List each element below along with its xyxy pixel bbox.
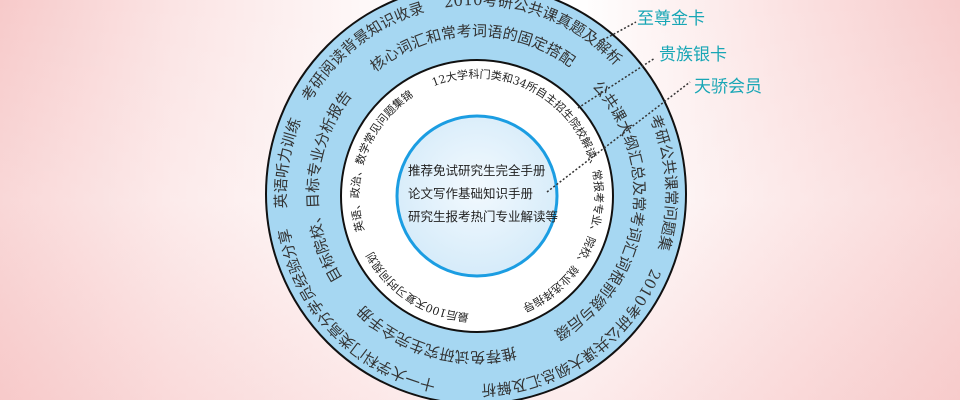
center-text-3: 研究生报考热门专业解读等 [408, 209, 558, 224]
center-text-1: 推荐免试研究生完全手册 [408, 163, 546, 178]
silver-card-label: 贵族银卡 [659, 45, 727, 65]
center-circle [395, 114, 559, 278]
member-label: 天骄会员 [694, 77, 762, 97]
center-text-2: 论文写作基础知识手册 [408, 186, 533, 201]
gold-card-label: 至尊金卡 [637, 9, 705, 29]
silver-card-pointer [577, 57, 656, 109]
